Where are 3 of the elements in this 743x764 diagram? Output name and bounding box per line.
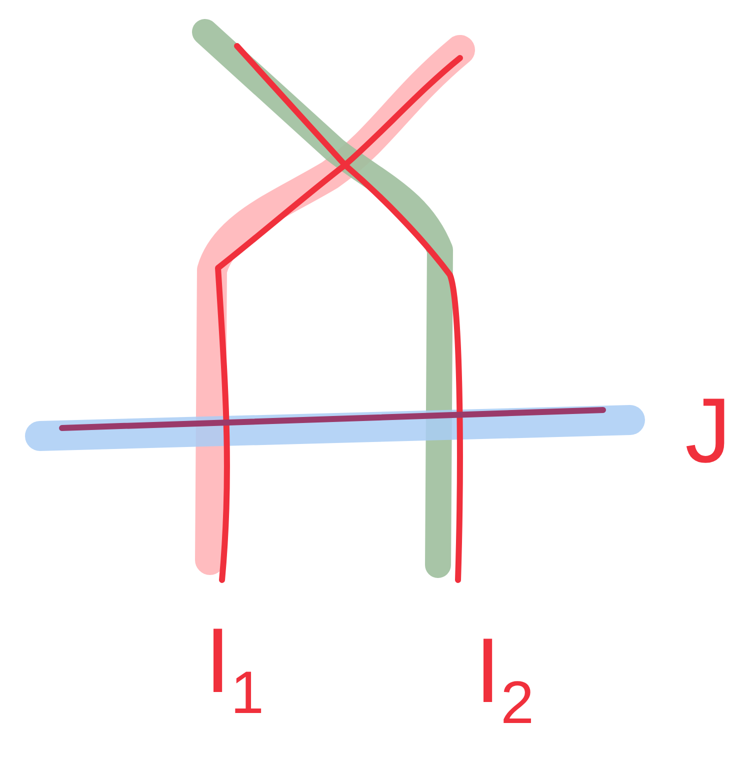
strand-label: I$_{2}$ <box>475 625 534 733</box>
strand-label: I$_{1}$ <box>205 615 264 723</box>
strand-label: J <box>685 385 731 477</box>
